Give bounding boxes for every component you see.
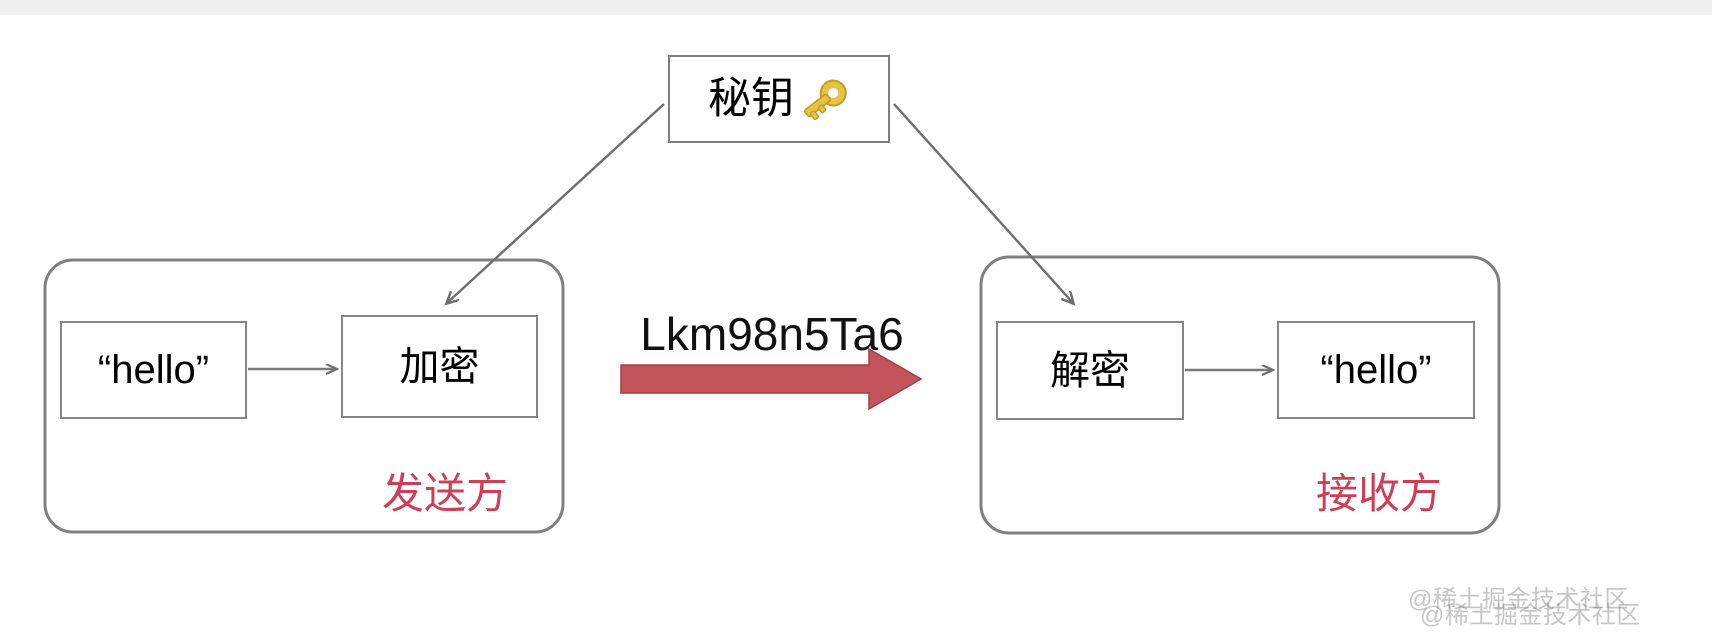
- ciphertext-label: Lkm98n5Ta6: [640, 308, 904, 360]
- sender-plaintext-label: “hello”: [97, 348, 210, 392]
- encrypt-box: 加密: [341, 315, 538, 418]
- decrypt-label: 解密: [1050, 348, 1130, 393]
- key-to-encrypt-arrow: [447, 103, 665, 303]
- watermark-line-1: @稀土掘金技术社区: [1408, 586, 1629, 613]
- receiver-party-label: 接收方: [1316, 470, 1443, 517]
- top-gray-band: [0, 0, 1712, 15]
- watermark-line-2: @稀土掘金技术社区: [1420, 602, 1641, 629]
- sender-container: [43, 258, 565, 534]
- encrypt-label: 加密: [399, 344, 480, 389]
- key-emoji-icon: [796, 79, 850, 123]
- sender-party-label: 发送方: [382, 470, 509, 517]
- sender-plaintext-box: “hello”: [60, 321, 247, 419]
- secret-key-label: 秘钥: [708, 74, 794, 123]
- receiver-container: [979, 255, 1501, 535]
- receiver-plaintext-label: “hello”: [1320, 348, 1432, 392]
- key-to-decrypt-arrow: [893, 103, 1073, 303]
- receiver-plaintext-box: “hello”: [1277, 321, 1475, 419]
- ciphertext-transmission-arrow: [620, 347, 923, 411]
- decrypt-box: 解密: [996, 321, 1184, 420]
- secret-key-box: 秘钥: [668, 55, 890, 143]
